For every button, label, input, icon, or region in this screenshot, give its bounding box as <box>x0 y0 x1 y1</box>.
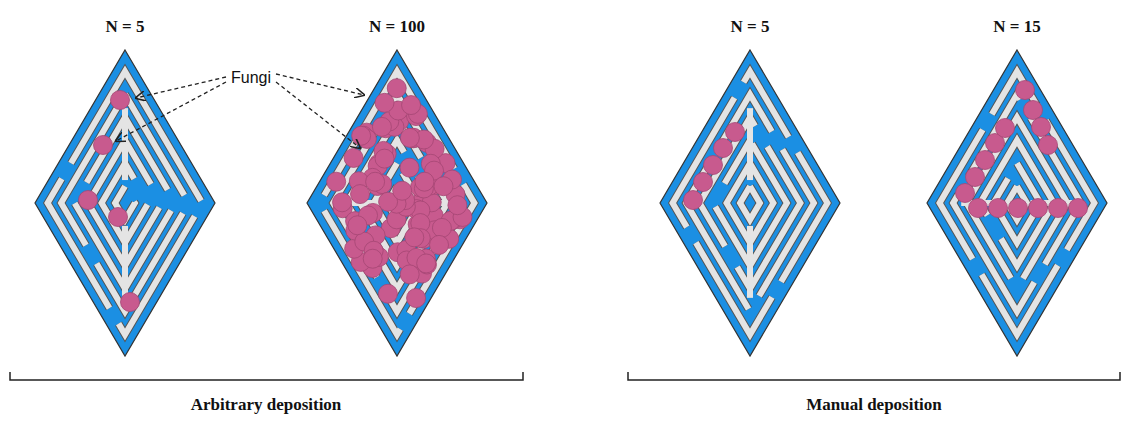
fungus <box>996 119 1015 138</box>
fungus <box>363 249 382 268</box>
fungus <box>1039 136 1058 155</box>
bracket <box>10 372 1120 380</box>
fungus <box>94 136 113 155</box>
fungus <box>402 96 421 115</box>
maze <box>307 50 487 356</box>
fungus <box>415 172 434 191</box>
group-label: Arbitrary deposition <box>191 395 342 415</box>
fungus <box>121 293 140 312</box>
fungus <box>448 196 467 215</box>
fungus <box>714 139 733 158</box>
group-label: Manual deposition <box>806 395 942 415</box>
fungus <box>684 191 703 210</box>
fungus <box>79 191 98 210</box>
fungus <box>1009 199 1028 218</box>
fungus <box>1032 118 1051 137</box>
fungus <box>976 151 995 170</box>
fungus <box>111 91 130 110</box>
fungus <box>366 172 385 191</box>
fungus <box>372 117 391 136</box>
fungus <box>407 289 426 308</box>
fungus <box>400 265 419 284</box>
fungus <box>375 93 394 112</box>
fungus <box>432 218 451 237</box>
fungus <box>393 181 412 200</box>
fungus <box>352 126 371 145</box>
count-label: N = 100 <box>369 17 425 37</box>
fungus <box>375 149 394 168</box>
fungus <box>956 184 975 203</box>
fungus <box>430 235 449 254</box>
fungus <box>726 123 745 142</box>
count-label: N = 5 <box>731 17 770 37</box>
fungus <box>405 228 424 247</box>
maze <box>927 50 1107 356</box>
count-label: N = 5 <box>106 17 145 37</box>
maze <box>35 50 215 356</box>
fungus <box>400 128 419 147</box>
fungus <box>351 185 370 204</box>
callout-label: Fungi <box>229 69 273 87</box>
fungus <box>109 208 128 227</box>
fungus <box>378 284 397 303</box>
fungus <box>327 172 346 191</box>
fungus <box>434 177 453 196</box>
fungus <box>966 168 985 187</box>
fungus <box>1029 199 1048 218</box>
fungus <box>344 148 363 167</box>
fungus <box>704 156 723 175</box>
count-label: N = 15 <box>993 17 1040 37</box>
fungus <box>989 199 1008 218</box>
fungus <box>400 158 419 177</box>
fungus <box>694 173 713 192</box>
fungus <box>417 254 436 273</box>
fungus <box>969 199 988 218</box>
fungus <box>1024 101 1043 120</box>
fungus <box>1069 199 1088 218</box>
maze <box>660 50 840 356</box>
fungus <box>1016 81 1035 100</box>
fungus <box>348 216 367 235</box>
fungus <box>1049 199 1068 218</box>
fungus <box>333 193 352 212</box>
